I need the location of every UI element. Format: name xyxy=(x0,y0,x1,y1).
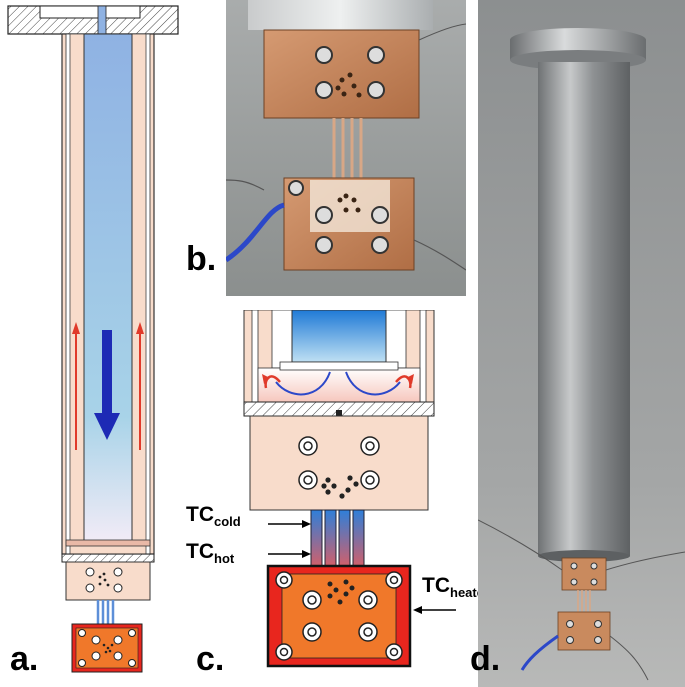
steel-cylinder-photo xyxy=(538,62,630,556)
panel-a-schematic xyxy=(0,0,185,687)
panel-c-zoom-schematic xyxy=(180,310,480,687)
cold-plate-hatch xyxy=(61,553,155,563)
tc-cold-label: TCcold xyxy=(186,503,241,529)
coolant-flow-arrow xyxy=(94,413,120,440)
tc-hot-label: TChot xyxy=(186,540,235,566)
flow-arrow-left xyxy=(262,374,270,384)
flow-arrow-right xyxy=(406,374,414,384)
panel-label-d: d. xyxy=(470,640,501,678)
panel-b-photo xyxy=(226,0,466,296)
return-flow-arrow-left xyxy=(72,322,80,334)
panel-label-a: a. xyxy=(10,640,39,678)
heater-block-photo-d xyxy=(557,611,611,651)
return-flow-arrow-right xyxy=(136,322,144,334)
panel-d-photo xyxy=(478,0,685,687)
panel-b-drawing xyxy=(226,0,466,296)
coolant-nozzle xyxy=(291,310,387,363)
inner-coolant-tube xyxy=(83,33,133,545)
copper-block xyxy=(65,561,151,601)
steel-cylinder xyxy=(248,0,433,30)
panel-label-c: c. xyxy=(196,640,225,678)
panel-label-b: b. xyxy=(186,240,217,278)
pin-fins xyxy=(310,509,365,567)
panel-d-drawing xyxy=(478,0,685,687)
copper-block-top xyxy=(263,29,420,119)
panel-a-drawing xyxy=(7,5,179,673)
panel-c-drawing xyxy=(243,310,456,668)
copper-block-photo xyxy=(561,557,607,591)
copper-block-zoom xyxy=(249,415,429,511)
